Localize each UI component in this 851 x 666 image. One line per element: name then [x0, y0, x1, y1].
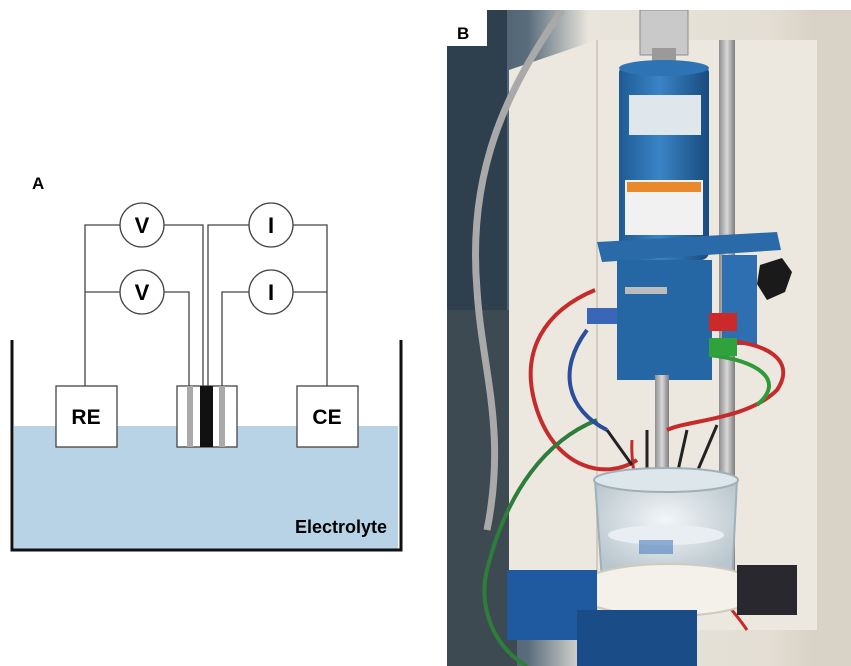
- voltmeter-bottom-label: V: [135, 280, 150, 305]
- counter-electrode-label: CE: [312, 406, 341, 429]
- voltmeter-top: V: [120, 203, 164, 247]
- ammeter-top: I: [249, 203, 293, 247]
- photo-electrochemical-cell: B: [447, 10, 851, 666]
- ammeter-top-label: I: [268, 213, 274, 238]
- circuit-wires: [85, 225, 327, 386]
- voltmeter-top-label: V: [135, 213, 150, 238]
- panel-b-label: B: [457, 24, 469, 43]
- panel-a-label: A: [32, 174, 44, 193]
- counter-electrode: CE: [297, 386, 358, 447]
- working-electrode: [177, 386, 237, 447]
- ammeter-bottom: I: [249, 270, 293, 314]
- reference-electrode: RE: [56, 386, 117, 447]
- voltmeter-bottom: V: [120, 270, 164, 314]
- electrolyte-label: Electrolyte: [295, 517, 387, 537]
- ammeter-bottom-label: I: [268, 280, 274, 305]
- reference-electrode-label: RE: [71, 406, 100, 429]
- photo-illustration: B: [447, 10, 851, 666]
